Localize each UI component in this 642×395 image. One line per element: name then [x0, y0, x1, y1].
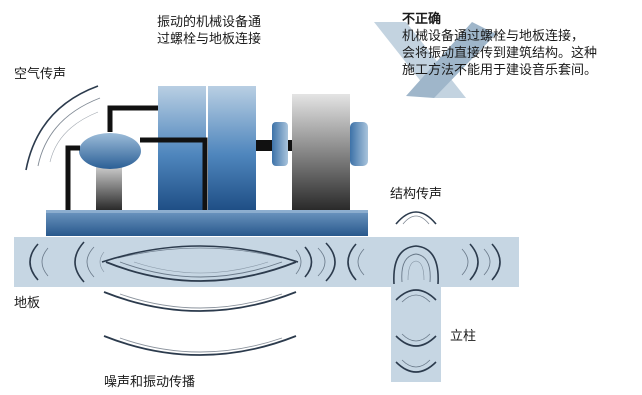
airborne-waves: [25, 85, 101, 171]
cross-mark-icon: [374, 22, 496, 98]
machine-label-line1: 振动的机械设备通: [157, 15, 262, 30]
airborne-sound-label: 空气传声: [14, 67, 67, 82]
column-label: 立柱: [450, 329, 477, 344]
description-line: 施工方法不能用于建设音乐套间。: [402, 63, 598, 78]
floor-waves: [29, 241, 501, 283]
junction-waves: [393, 245, 439, 285]
noise-vibration-label: 噪声和振动传播: [104, 375, 196, 390]
base-plate: [46, 210, 368, 236]
description-line: 机械设备通过螺栓与地板连接，: [402, 29, 585, 44]
floor-slab: [14, 237, 519, 287]
floor-label: 地板: [14, 296, 41, 311]
structure-borne-label: 结构传声: [390, 187, 443, 202]
machine-label-line2: 过螺栓与地板连接: [157, 32, 262, 47]
pump-unit: [65, 105, 158, 210]
incorrect-description: 机械设备通过螺栓与地板连接， 会将振动直接传到建筑结构。这种 施工方法不能用于建…: [402, 28, 642, 79]
motor-unit: [272, 94, 368, 210]
column-waves: [395, 289, 437, 373]
description-line: 会将振动直接传到建筑结构。这种: [402, 46, 598, 61]
propagation-waves: [101, 245, 299, 356]
incorrect-title: 不正确: [402, 12, 442, 27]
structure-borne-waves: [395, 211, 437, 225]
main-machine-block: [140, 86, 256, 210]
